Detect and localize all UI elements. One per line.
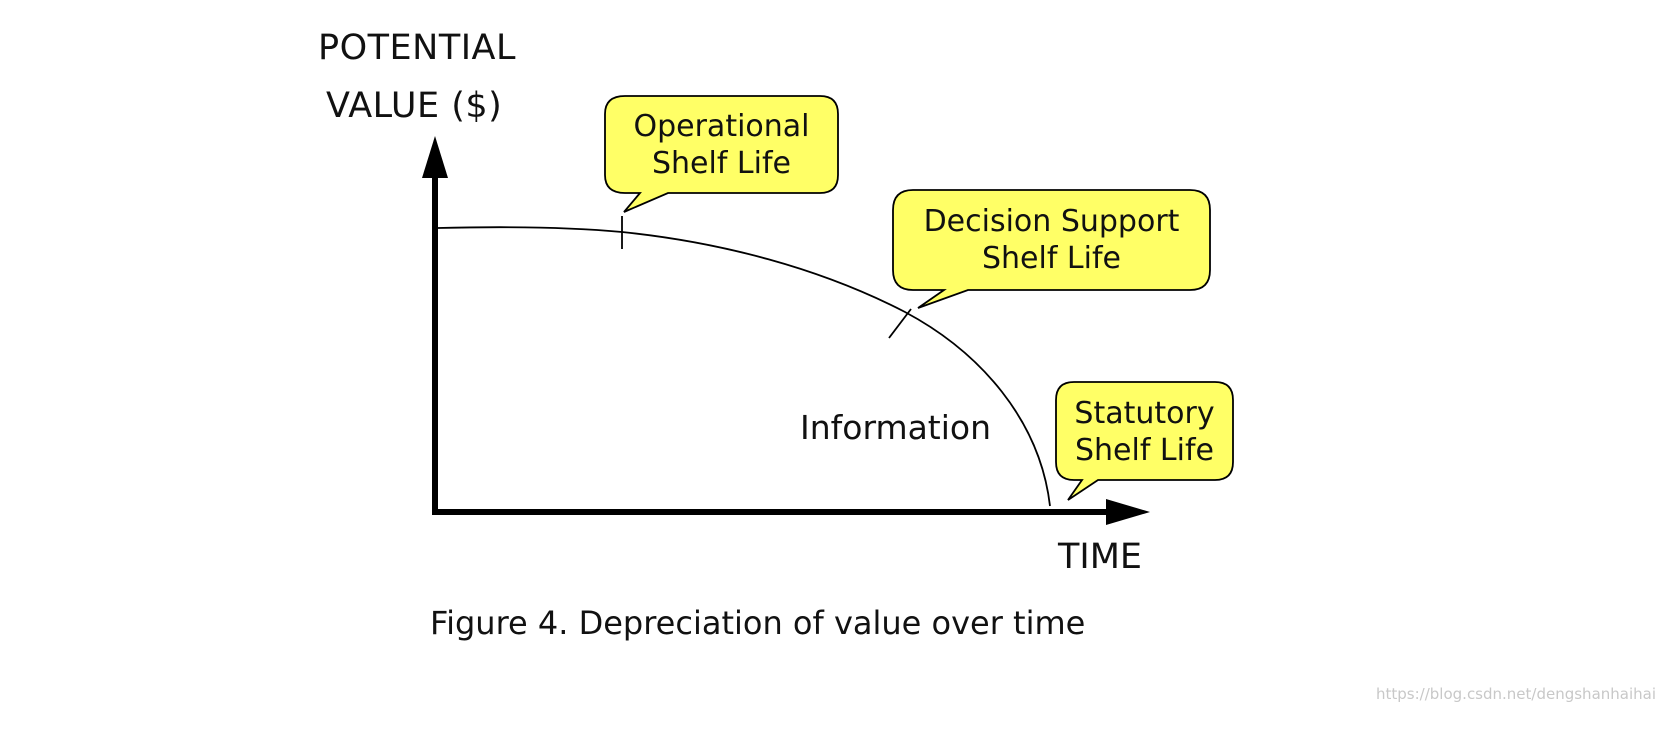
y-axis-label-line2: VALUE ($)	[326, 86, 503, 126]
decision-support-tick	[888, 308, 912, 339]
value-curve	[437, 226, 1051, 507]
figure-caption: Figure 4. Depreciation of value over tim…	[430, 604, 1086, 642]
callout-decision-support	[892, 189, 1211, 309]
y-axis-arrowhead	[422, 136, 448, 178]
watermark: https://blog.csdn.net/dengshanhaihai	[1376, 685, 1656, 703]
y-axis-label: POTENTIAL VALUE ($)	[318, 18, 516, 136]
callout-decision-support-line1: Decision Support	[923, 204, 1180, 239]
x-axis-arrowhead	[1106, 499, 1150, 525]
callout-statutory-line2: Shelf Life	[1074, 433, 1214, 468]
callout-decision-support-text: Decision Support Shelf Life	[893, 203, 1210, 277]
callout-operational	[604, 95, 839, 213]
callout-statutory-line1: Statutory	[1074, 396, 1215, 431]
y-axis-label-line1: POTENTIAL	[318, 28, 516, 68]
callout-operational-line2: Shelf Life	[651, 146, 791, 181]
callout-statutory	[1055, 381, 1234, 501]
callout-decision-support-line2: Shelf Life	[981, 241, 1121, 276]
callout-operational-text: Operational Shelf Life	[605, 108, 838, 182]
callout-operational-line1: Operational	[633, 109, 810, 144]
x-axis-label: TIME	[1058, 537, 1143, 577]
curve-label: Information	[800, 408, 992, 447]
callout-statutory-text: Statutory Shelf Life	[1056, 395, 1233, 469]
